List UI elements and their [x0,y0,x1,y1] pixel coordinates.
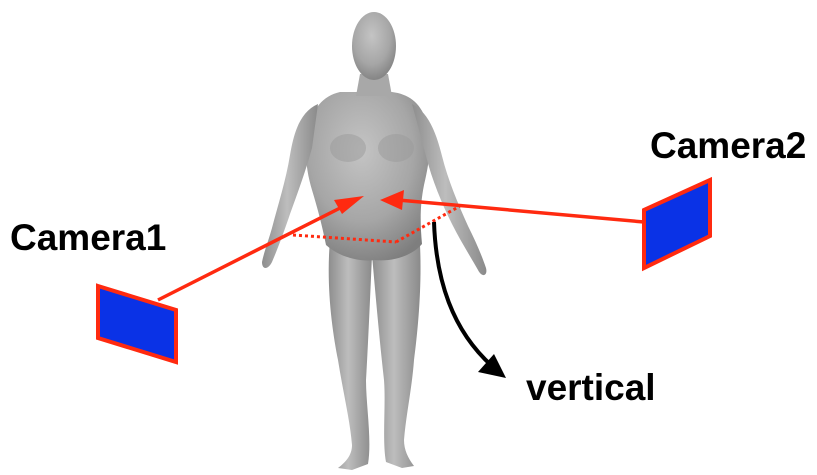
torso [306,92,430,260]
human-body-figure [262,12,486,470]
camera1-ray [158,202,352,300]
camera1-label: Camera1 [10,217,166,258]
chest-shade-left [330,134,366,162]
camera2-label: Camera2 [650,125,806,166]
chest-shade-right [378,134,414,162]
right-arm [412,104,486,275]
left-leg [329,240,372,470]
camera2-plane [644,180,710,268]
right-leg [372,245,421,468]
vertical-label: vertical [526,367,656,408]
head [352,12,396,80]
camera2-ray [398,200,644,222]
